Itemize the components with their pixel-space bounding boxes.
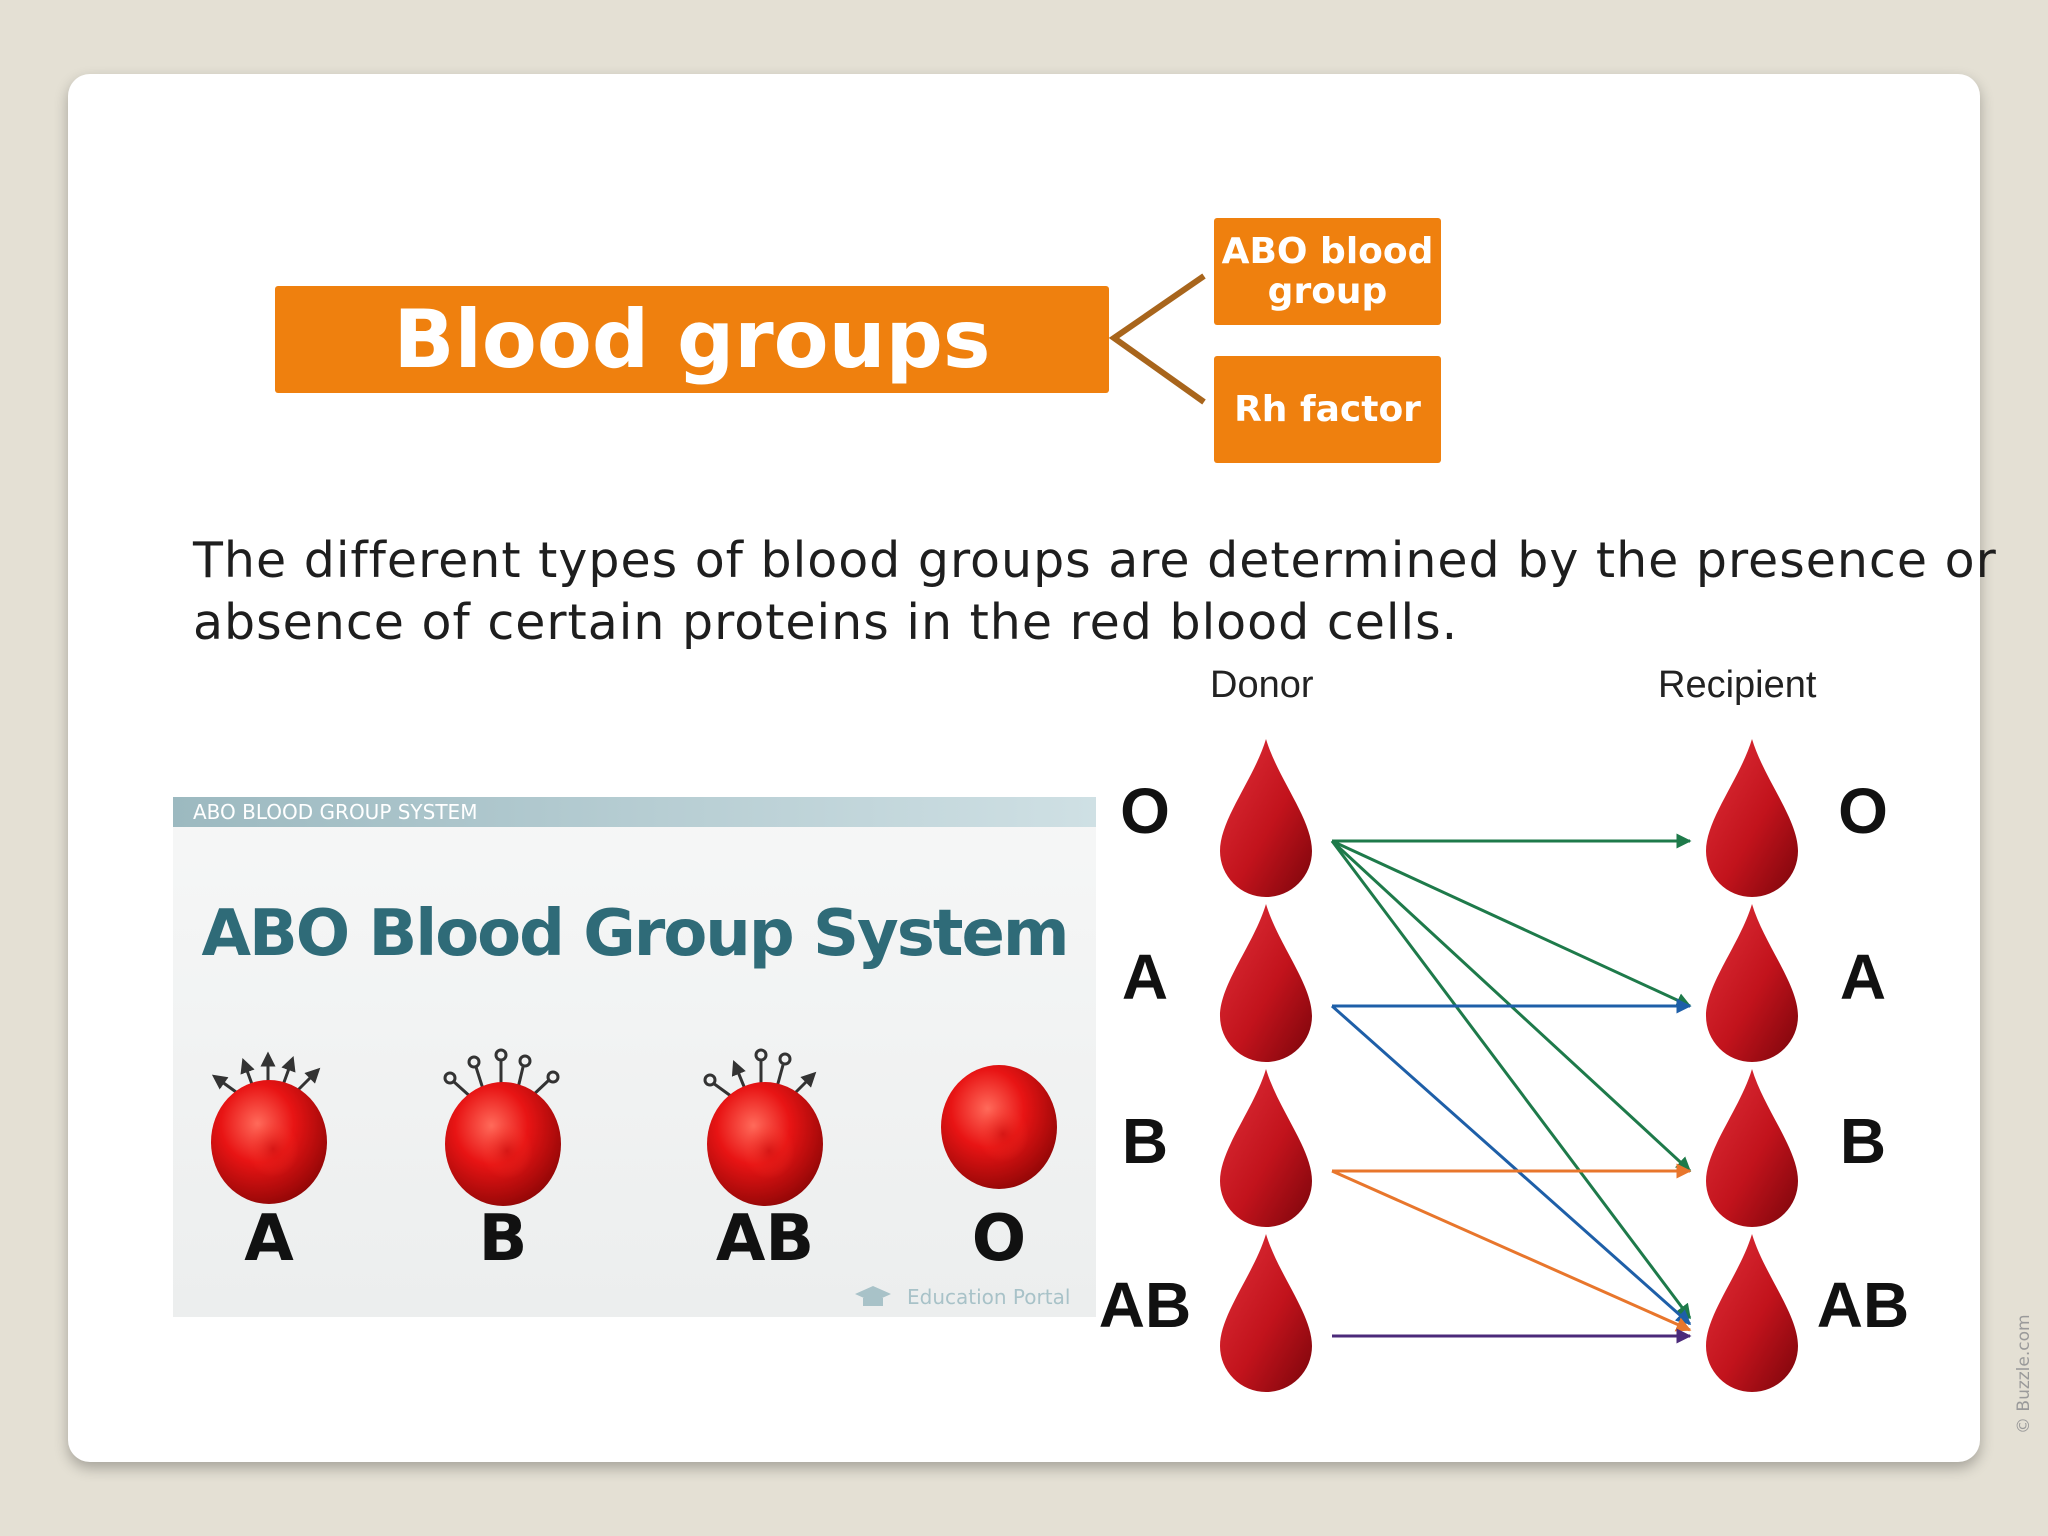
- recipient-label-a: A: [1839, 941, 1887, 1013]
- arrow-o-to-b: [1330, 839, 1692, 1173]
- rbc-cell-ab: [703, 1048, 823, 1206]
- abo-system-image: ABO BLOOD GROUP SYSTEM ABO Blood Group S…: [173, 797, 1096, 1317]
- slide: Blood groups ABO blood group Rh factor T…: [68, 74, 2034, 1462]
- cell-label-o: O: [971, 1202, 1027, 1276]
- arrow-b-to-ab: [1331, 1169, 1692, 1332]
- donor-label-a: A: [1121, 941, 1169, 1013]
- donor-label-ab: AB: [1098, 1269, 1192, 1341]
- recipient-label-ab: AB: [1816, 1269, 1910, 1341]
- donor-label-b: B: [1121, 1105, 1169, 1177]
- recipient-drop-a: [1706, 904, 1798, 1062]
- image-title: ABO Blood Group System: [201, 897, 1069, 971]
- branch-connector: [1109, 273, 1206, 405]
- image-logo-text: Education Portal: [907, 1285, 1071, 1309]
- education-portal-logo-icon: [855, 1286, 891, 1306]
- donor-label-o: O: [1120, 775, 1170, 847]
- arrow-o-to-ab: [1330, 840, 1692, 1320]
- donor-drop-ab: [1220, 1234, 1312, 1392]
- rbc-cell-o: [941, 1065, 1057, 1189]
- page-title: Blood groups: [393, 293, 991, 386]
- branch-label: ABO blood group: [1221, 230, 1434, 312]
- recipient-label-o: O: [1838, 775, 1888, 847]
- recipient-drop-b: [1706, 1069, 1798, 1227]
- title-box: Blood groups: [275, 286, 1109, 393]
- donor-drop-a: [1220, 904, 1312, 1062]
- donor-drop-o: [1220, 739, 1312, 897]
- branch-abo-blood-group: ABO blood group: [1214, 218, 1441, 325]
- cell-label-b: B: [478, 1202, 528, 1276]
- recipient-header: Recipient: [1658, 664, 1817, 706]
- donor-drop-b: [1220, 1069, 1312, 1227]
- buzzle-credit: © Buzzle.com: [2014, 1314, 2034, 1434]
- recipient-drop-o: [1706, 739, 1798, 897]
- branch-rh-factor: Rh factor: [1214, 356, 1441, 463]
- donor-header: Donor: [1210, 664, 1314, 706]
- image-header-strip: ABO BLOOD GROUP SYSTEM: [173, 797, 1096, 827]
- recipient-label-b: B: [1839, 1105, 1887, 1177]
- rbc-illustrations: [211, 1048, 1057, 1306]
- branch-label: Rh factor: [1234, 388, 1421, 430]
- rbc-cell-a: [211, 1051, 327, 1204]
- cell-label-a: A: [244, 1202, 294, 1276]
- recipient-drop-ab: [1706, 1234, 1798, 1392]
- arrow-o-to-a: [1331, 839, 1692, 1008]
- arrow-a-to-ab: [1331, 1004, 1692, 1326]
- description-text: The different types of blood groups are …: [193, 532, 1997, 651]
- cell-label-ab: AB: [715, 1202, 815, 1276]
- rbc-cell-b: [443, 1048, 561, 1206]
